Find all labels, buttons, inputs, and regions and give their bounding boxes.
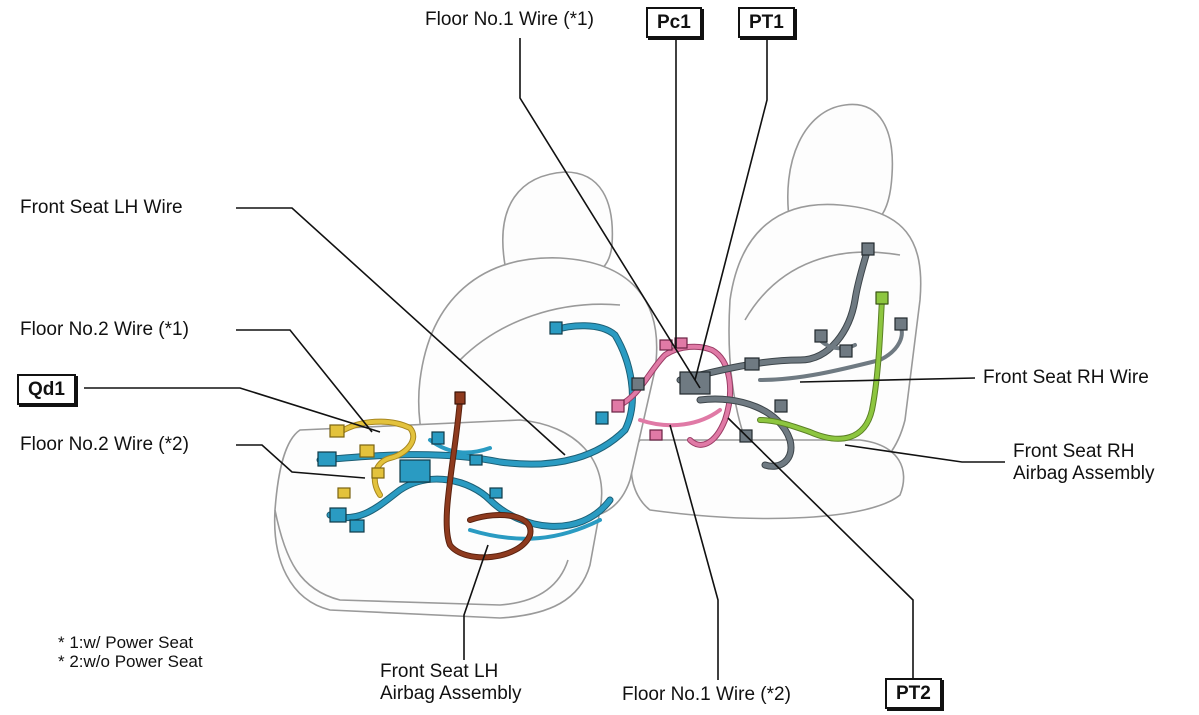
footnotes: * 1:w/ Power Seat * 2:w/o Power Seat <box>58 633 203 671</box>
label-front-seat-rh-airbag: Front Seat RH Airbag Assembly <box>1013 441 1155 485</box>
label-floor-no1-wire-1: Floor No.1 Wire (*1) <box>425 9 594 30</box>
label-front-seat-rh-wire: Front Seat RH Wire <box>983 367 1149 388</box>
label-floor-no2-wire-2: Floor No.2 Wire (*2) <box>20 434 189 455</box>
harness-floor-no2-wire-connectors <box>329 424 385 499</box>
label-floor-no1-wire-2: Floor No.1 Wire (*2) <box>622 684 791 705</box>
harness-front-seat-rh-wire <box>676 244 904 470</box>
label-front-seat-lh-airbag: Front Seat LH Airbag Assembly <box>380 661 522 705</box>
lh-seat-cushion <box>273 419 603 619</box>
label-front-seat-lh-airbag-line2: Airbag Assembly <box>380 683 522 704</box>
harness-floor-no1-wire-connectors <box>611 337 688 441</box>
leader-pt2 <box>727 417 914 678</box>
label-floor-no2-wire-1: Floor No.2 Wire (*1) <box>20 319 189 340</box>
label-front-seat-rh-airbag-line1: Front Seat RH <box>1013 441 1135 462</box>
label-front-seat-lh-wire: Front Seat LH Wire <box>20 197 183 218</box>
leader-front-seat-rh-airbag <box>844 444 1005 463</box>
leader-floor-no2-wire-2 <box>236 444 366 479</box>
label-pc1: Pc1 <box>646 7 702 38</box>
harness-front-seat-lh-airbag <box>443 391 534 561</box>
label-qd1: Qd1 <box>17 374 76 405</box>
leader-floor-no1-wire-2 <box>669 424 719 680</box>
leader-front-seat-lh-wire <box>236 207 566 456</box>
harness-front-seat-rh-airbag <box>757 291 889 442</box>
leader-floor-no2-wire-1 <box>236 329 373 433</box>
leader-front-seat-lh-airbag <box>463 544 489 660</box>
harness-front-seat-lh-wire-connectors <box>317 321 609 533</box>
lh-seat-cushion-front <box>274 509 569 606</box>
label-front-seat-lh-airbag-line1: Front Seat LH <box>380 661 499 682</box>
leader-qd1 <box>84 387 381 433</box>
leader-front-seat-rh-wire <box>799 377 976 383</box>
label-pt2: PT2 <box>885 678 942 709</box>
rh-seat-cushion <box>630 439 905 520</box>
harness-front-seat-lh-wire <box>316 322 636 541</box>
leader-lines <box>84 38 1005 680</box>
label-pt1: PT1 <box>738 7 795 38</box>
label-front-seat-rh-airbag-line2: Airbag Assembly <box>1013 463 1155 484</box>
seat-outlines <box>273 103 922 619</box>
leader-floor-no1-wire-1 <box>519 38 701 389</box>
footnote-1: * 1:w/ Power Seat <box>58 633 194 652</box>
harness-floor-no1-wire <box>617 343 734 448</box>
leader-pt1 <box>694 38 768 381</box>
footnote-2: * 2:w/o Power Seat <box>58 652 203 671</box>
lh-seat-headrest <box>502 171 614 279</box>
rh-seat-headrest <box>786 103 894 229</box>
